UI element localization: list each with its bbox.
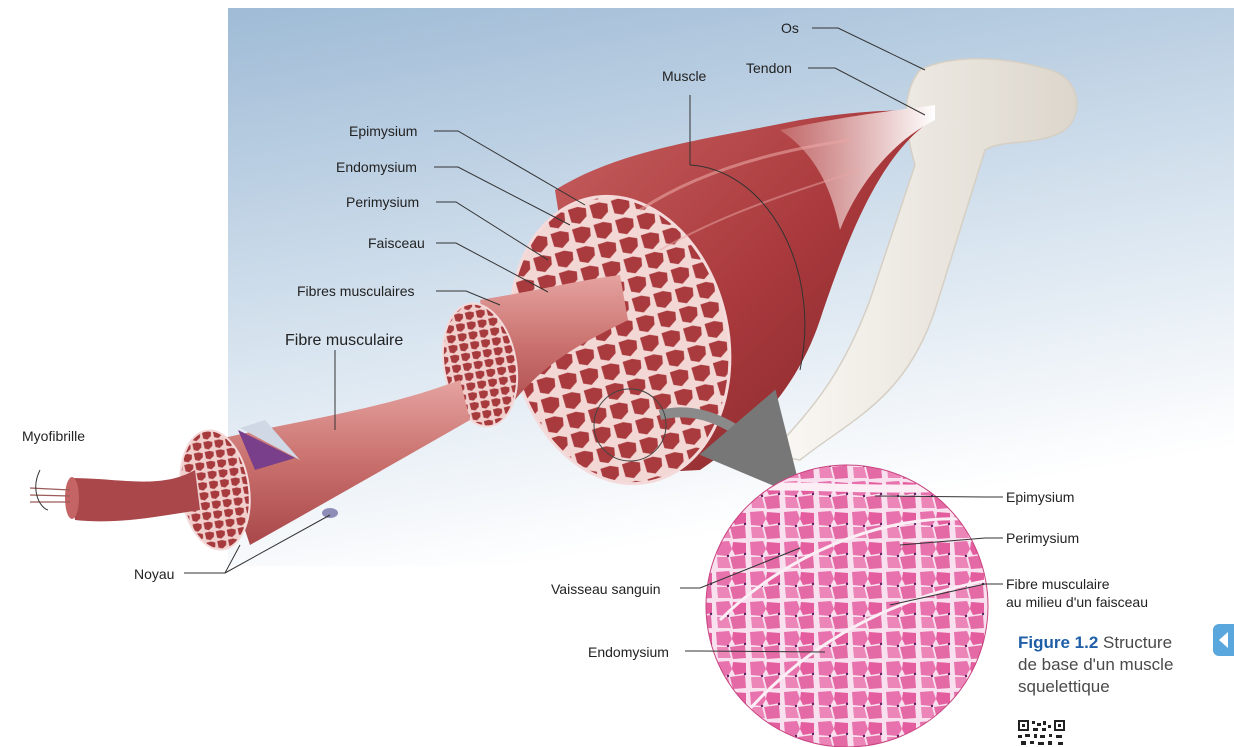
label-endomysium: Endomysium bbox=[336, 159, 417, 175]
caption-line1: Structure bbox=[1103, 633, 1172, 652]
label-micro-endomysium: Endomysium bbox=[588, 644, 669, 660]
label-perimysium: Perimysium bbox=[346, 194, 419, 210]
label-micro-vaisseau: Vaisseau sanguin bbox=[551, 581, 660, 597]
label-fibre-musculaire: Fibre musculaire bbox=[285, 333, 403, 349]
label-fibres-musculaires: Fibres musculaires bbox=[297, 283, 414, 299]
caption-line2: de base d'un muscle bbox=[1018, 655, 1173, 674]
caption-line3: squelettique bbox=[1018, 677, 1110, 696]
label-noyau: Noyau bbox=[134, 566, 174, 582]
label-os: Os bbox=[781, 20, 799, 36]
label-myofibrille: Myofibrille bbox=[22, 428, 85, 444]
label-micro-fibre-line1: Fibre musculaire bbox=[1006, 576, 1109, 592]
label-micro-perimysium: Perimysium bbox=[1006, 530, 1079, 546]
label-tendon: Tendon bbox=[746, 60, 792, 76]
label-micro-epimysium: Epimysium bbox=[1006, 489, 1074, 505]
side-tab-arrow-icon[interactable] bbox=[1213, 624, 1234, 656]
qr-code-icon bbox=[1018, 720, 1066, 747]
label-muscle: Muscle bbox=[662, 68, 706, 84]
myofibril bbox=[30, 470, 200, 521]
figure-number: Figure 1.2 bbox=[1018, 633, 1098, 652]
label-micro-fibre-line2: au milieu d'un faisceau bbox=[1006, 594, 1148, 610]
label-faisceau: Faisceau bbox=[368, 235, 425, 251]
label-epimysium: Epimysium bbox=[349, 123, 417, 139]
figure-caption: Figure 1.2 Structure de base d'un muscle… bbox=[1018, 632, 1218, 698]
